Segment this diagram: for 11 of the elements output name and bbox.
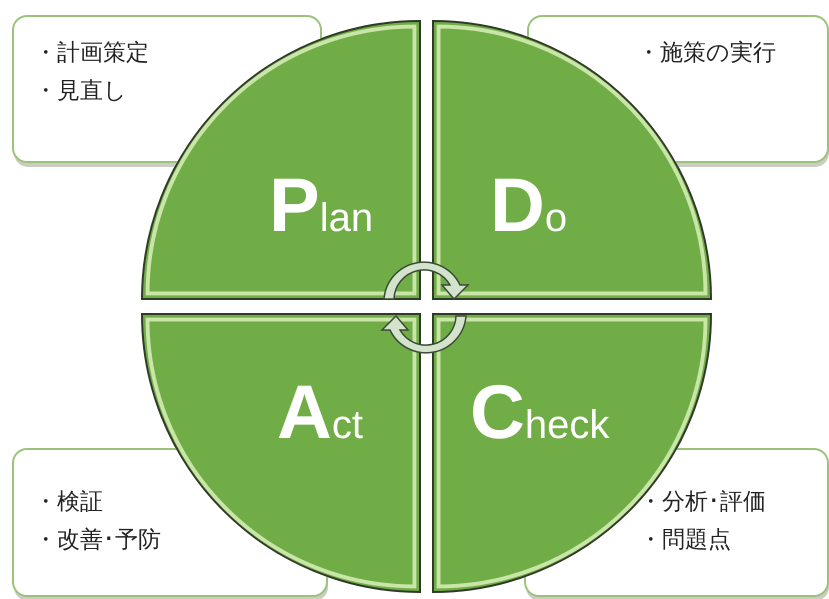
segment-label: Do [490, 168, 568, 244]
bullet-item: ・計画策定 [34, 39, 149, 68]
bullet-item: ・問題点 [639, 526, 731, 555]
bullet-item: ・検証 [34, 488, 103, 517]
segment-label: Plan [269, 168, 374, 244]
segment-label: Check [470, 375, 610, 451]
bullet-item: ・分析･評価 [639, 488, 766, 517]
bullet-item: ・施策の実行 [637, 39, 776, 68]
bullet-item: ・見直し [34, 77, 127, 106]
segment-label: Act [277, 375, 364, 451]
bullet-item: ・改善･予防 [34, 526, 161, 555]
